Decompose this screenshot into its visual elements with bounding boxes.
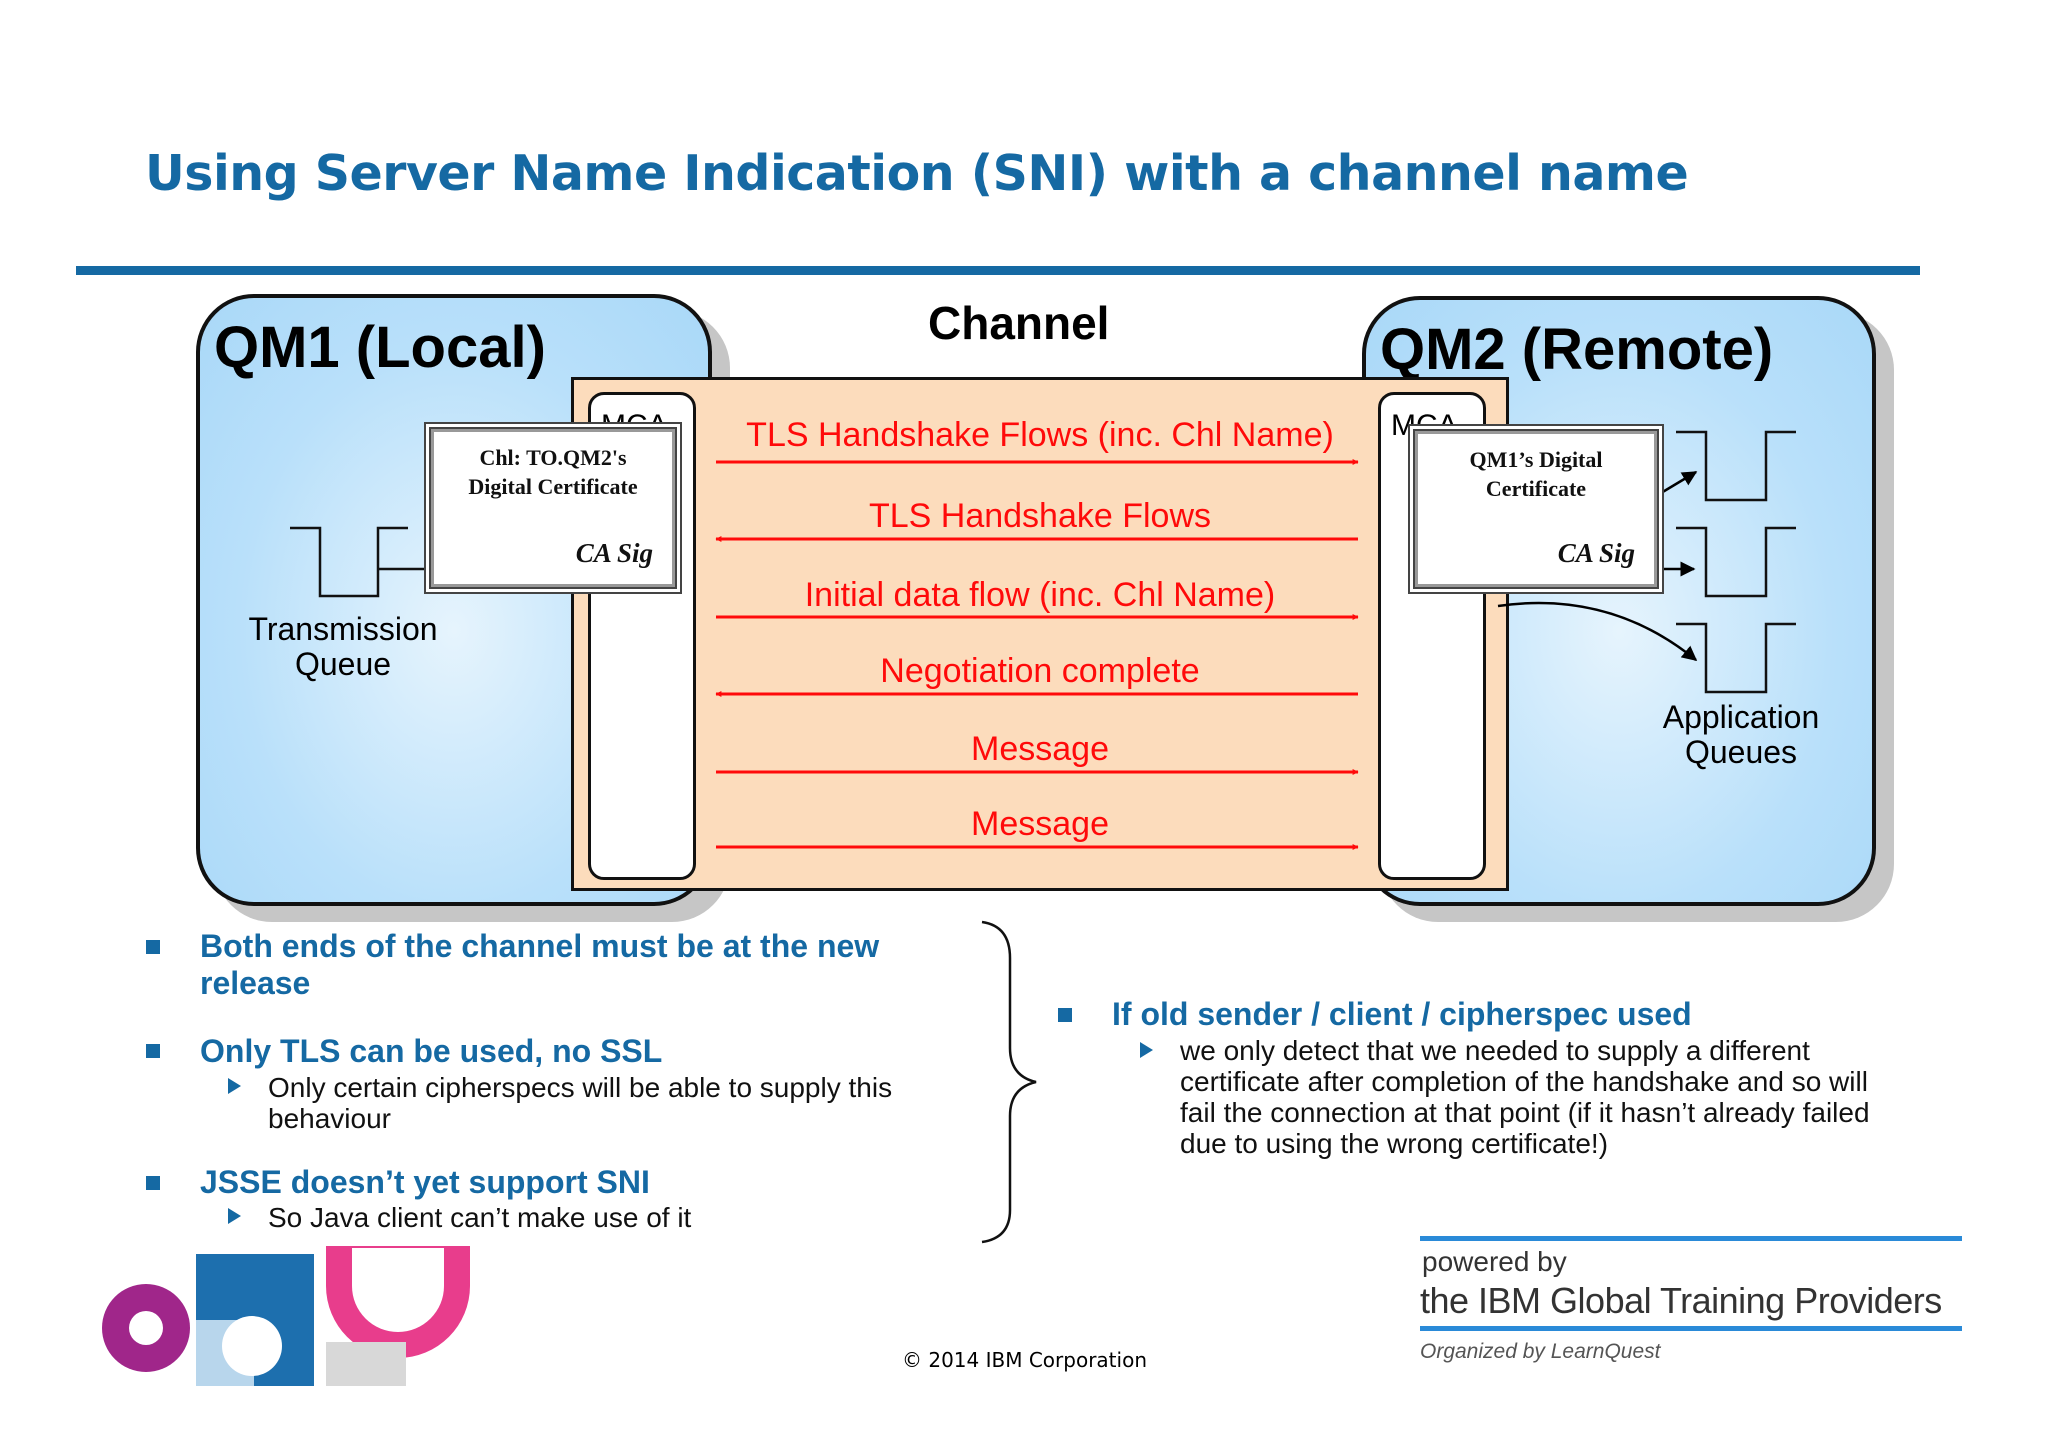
qm2-title: QM2 (Remote) <box>1380 317 1774 382</box>
flow-label: Message <box>971 805 1109 843</box>
bullet-both-ends: Both ends of the channel must be at the … <box>200 928 880 1001</box>
sub-bullet-marker <box>228 1078 241 1094</box>
sub-bullet-marker <box>228 1208 241 1224</box>
grouping-brace <box>981 920 1037 1244</box>
mca-to-queue-arrow <box>1497 601 1698 661</box>
copyright: © 2014 IBM Corporation <box>902 1348 1147 1372</box>
qm2-digital-certificate: QM1’s Digital Certificate CA Sig <box>1408 424 1664 594</box>
bullet-jsse: JSSE doesn’t yet support SNI <box>200 1164 650 1200</box>
application-queue-icon <box>1676 430 1796 502</box>
channel-label: Channel <box>928 297 1110 349</box>
powered-by-text: powered by <box>1422 1246 1567 1277</box>
ibm-training-providers: the IBM Global Training Providers <box>1420 1280 1942 1321</box>
transmission-queue-icon <box>290 526 408 598</box>
sub-bullet-marker <box>1140 1042 1153 1058</box>
bullet-marker <box>146 940 160 954</box>
ca-signature: CA Sig <box>575 538 653 568</box>
bullet-marker <box>146 1176 160 1190</box>
application-queue-icon <box>1676 526 1796 598</box>
organized-by-text: Organized by LearnQuest <box>1420 1340 1661 1363</box>
sub-bullet-cipherspecs: Only certain cipherspecs will be able to… <box>268 1072 893 1134</box>
application-queue-icon <box>1676 622 1796 694</box>
bullet-marker <box>1058 1008 1072 1022</box>
flow-label: TLS Handshake Flows <box>868 497 1212 535</box>
application-queues-label: Application Queues <box>1662 699 1820 770</box>
qm1-digital-certificate: Chl: TO.QM2's Digital Certificate CA Sig <box>424 422 682 594</box>
transmission-queue-label: Transmission Queue <box>248 611 438 682</box>
flow-label: Message <box>971 730 1109 768</box>
ca-signature: CA Sig <box>1557 538 1635 568</box>
title-divider <box>76 266 1920 275</box>
bullet-only-tls: Only TLS can be used, no SSL <box>200 1033 663 1069</box>
decorative-logo <box>102 1246 470 1386</box>
flow-label: Initial data flow (inc. Chl Name) <box>804 576 1276 614</box>
bullet-marker <box>146 1044 160 1058</box>
powered-rule-top <box>1420 1236 1962 1241</box>
sub-bullet-detect: we only detect that we needed to supply … <box>1180 1035 1870 1159</box>
flow-label: TLS Handshake Flows (inc. Chl Name) <box>746 416 1334 454</box>
bullet-old-sender: If old sender / client / cipherspec used <box>1112 996 1692 1032</box>
powered-rule-bottom <box>1420 1326 1962 1331</box>
slide-title: Using Server Name Indication (SNI) with … <box>145 145 1689 202</box>
sub-bullet-java-client: So Java client can’t make use of it <box>268 1202 692 1233</box>
qm1-title: QM1 (Local) <box>214 315 546 380</box>
flow-label: Negotiation complete <box>880 652 1200 690</box>
